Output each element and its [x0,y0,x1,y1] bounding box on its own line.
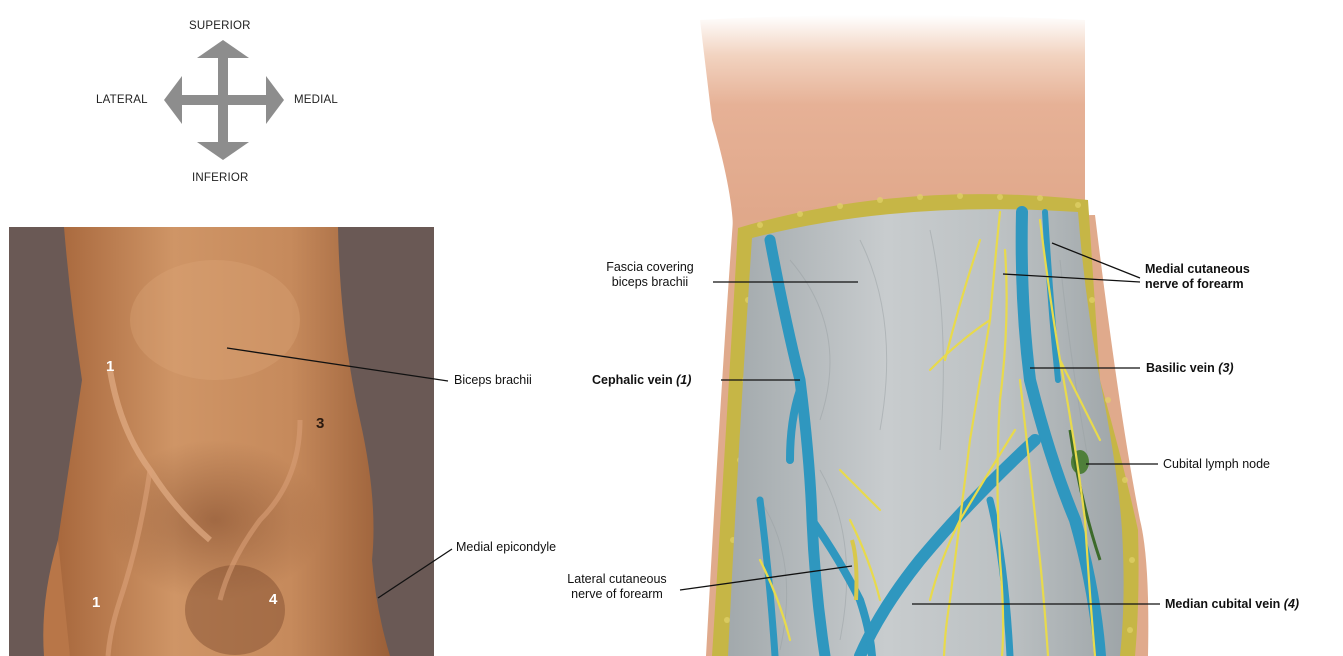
label-basilic-vein: Basilic vein (3) [1146,361,1234,376]
label-fascia-covering-biceps: Fascia covering biceps brachii [593,260,707,290]
label-medial-nerve-line-2: nerve of forearm [1145,277,1250,292]
label-cephalic-vein-number: (1) [676,373,691,387]
label-fascia-line-1: Fascia covering [593,260,707,275]
label-basilic-vein-name: Basilic vein [1146,361,1215,375]
label-median-cubital-vein: Median cubital vein (4) [1165,597,1299,612]
label-median-cubital-vein-number: (4) [1284,597,1299,611]
label-fascia-line-2: biceps brachii [593,275,707,290]
label-lateral-cutaneous-nerve: Lateral cutaneous nerve of forearm [556,572,678,602]
label-cephalic-vein: Cephalic vein (1) [592,373,691,388]
label-biceps-brachii: Biceps brachii [454,373,532,388]
label-cubital-lymph-node: Cubital lymph node [1163,457,1270,472]
label-lateral-nerve-line-2: nerve of forearm [556,587,678,602]
label-cephalic-vein-name: Cephalic vein [592,373,673,387]
label-medial-epicondyle: Medial epicondyle [456,540,556,555]
label-medial-cutaneous-nerve: Medial cutaneous nerve of forearm [1145,262,1250,292]
label-median-cubital-vein-name: Median cubital vein [1165,597,1280,611]
label-medial-nerve-line-1: Medial cutaneous [1145,262,1250,277]
label-basilic-vein-number: (3) [1218,361,1233,375]
label-lateral-nerve-line-1: Lateral cutaneous [556,572,678,587]
